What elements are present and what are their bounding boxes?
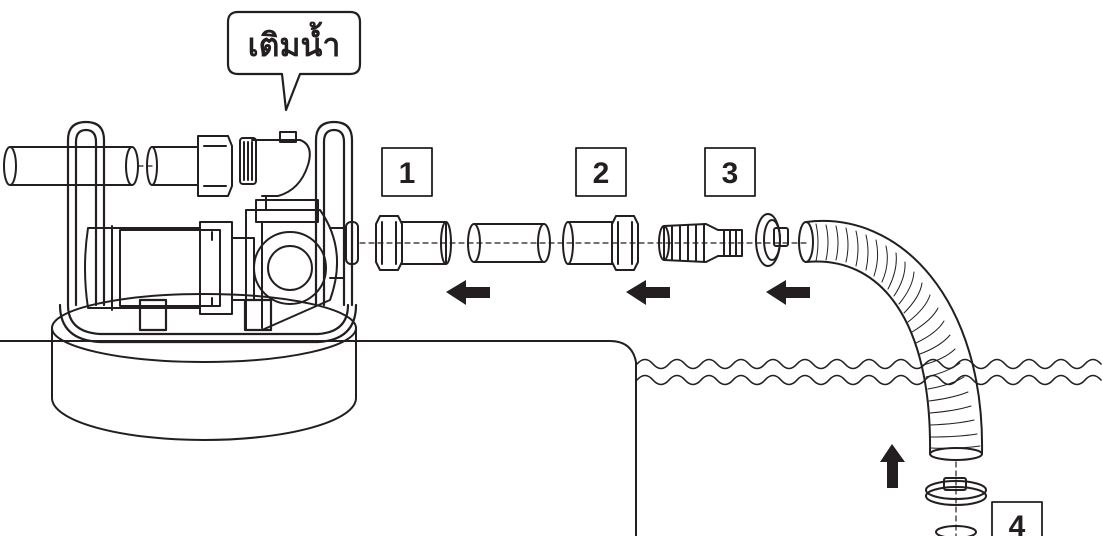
pump-frame (58, 120, 358, 344)
callout-text: เติมน้ำ (248, 21, 341, 63)
ground-line (0, 340, 637, 536)
hose-ribs (815, 223, 981, 449)
discharge-pipe (3, 146, 139, 186)
step-label-1: 1 (399, 157, 416, 190)
left-arrow-icon (446, 280, 490, 305)
suction-hose (798, 219, 984, 461)
top-coupling (146, 135, 233, 197)
fill-water-callout (226, 10, 362, 112)
hose-clamp-upper (755, 213, 789, 267)
pump-base (51, 293, 357, 441)
left-arrow-icon (626, 280, 670, 305)
fitting-3-hose-barb (658, 223, 743, 263)
water-surface (636, 358, 1102, 386)
strainer-ring (935, 525, 977, 536)
hose-clamp-lower (925, 477, 987, 506)
fitting-2-nut (562, 215, 639, 271)
fitting-1-nut (375, 215, 452, 271)
step-label-box-1 (381, 147, 433, 197)
up-arrow-icon (880, 444, 905, 488)
priming-elbow (239, 131, 311, 211)
step-label-2: 2 (593, 157, 610, 190)
left-arrow-icon (766, 280, 810, 305)
fitting-sleeve (467, 223, 551, 263)
step-label-4: 4 (1009, 510, 1026, 536)
step-label-box-3 (704, 147, 756, 197)
step-label-3: 3 (722, 157, 739, 190)
pump-housing (245, 199, 359, 331)
step-label-box-2 (575, 147, 627, 197)
step-label-box-4 (991, 501, 1043, 536)
